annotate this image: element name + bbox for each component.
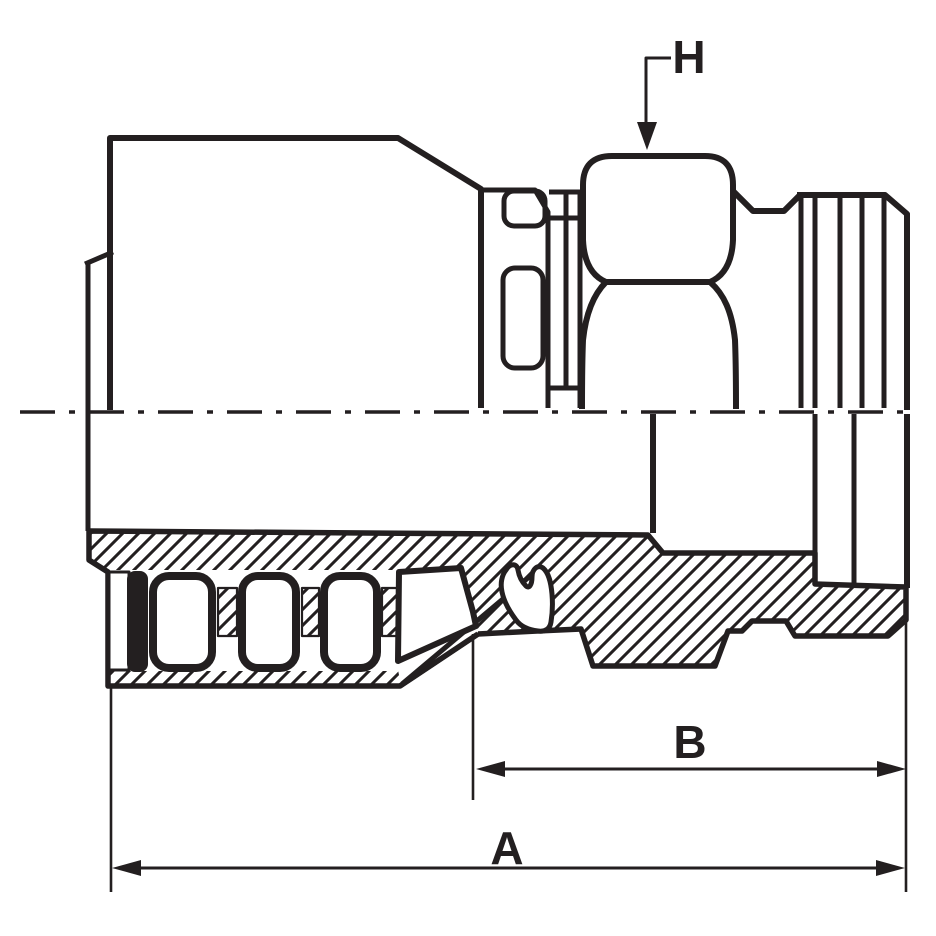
hex-nut-flare-right [707, 279, 739, 410]
thread-shoulder [730, 188, 802, 214]
h-arrowhead-icon [637, 122, 657, 150]
label-h: H [672, 31, 705, 83]
spacer-washer-lines [548, 189, 583, 408]
dim-b-arrow-right-icon [877, 761, 906, 777]
beak-groove [395, 565, 479, 664]
hex-nut-outline [580, 153, 736, 285]
dim-a-arrow-right-icon [876, 860, 905, 876]
label-b: B [673, 716, 706, 768]
dim-a-arrow-left-icon [112, 860, 141, 876]
line-art [20, 56, 915, 892]
ferrule-outline [107, 135, 484, 410]
labels: H B A [490, 31, 706, 874]
hex-nut-flare-left [579, 279, 609, 410]
thread-top-edge [797, 192, 910, 410]
serration-tooth [380, 586, 399, 638]
serration-slot [107, 570, 131, 672]
label-a: A [490, 822, 523, 874]
serration-pill [149, 572, 216, 672]
serration-tooth [216, 586, 239, 638]
collar-outline [482, 187, 551, 408]
h-leader-line [644, 56, 671, 124]
serration-pill [238, 572, 300, 672]
serration-tooth [300, 586, 321, 638]
bore-lines-thread [812, 414, 857, 584]
dim-b-arrow-left-icon [476, 761, 505, 777]
collar-groove-lower [500, 265, 546, 371]
collar-groove-upper [501, 188, 548, 229]
serration-pill [320, 572, 381, 672]
hose-stop-blob [498, 562, 555, 634]
thread-crest-lines [798, 197, 887, 408]
serration-black-bar [127, 571, 148, 672]
